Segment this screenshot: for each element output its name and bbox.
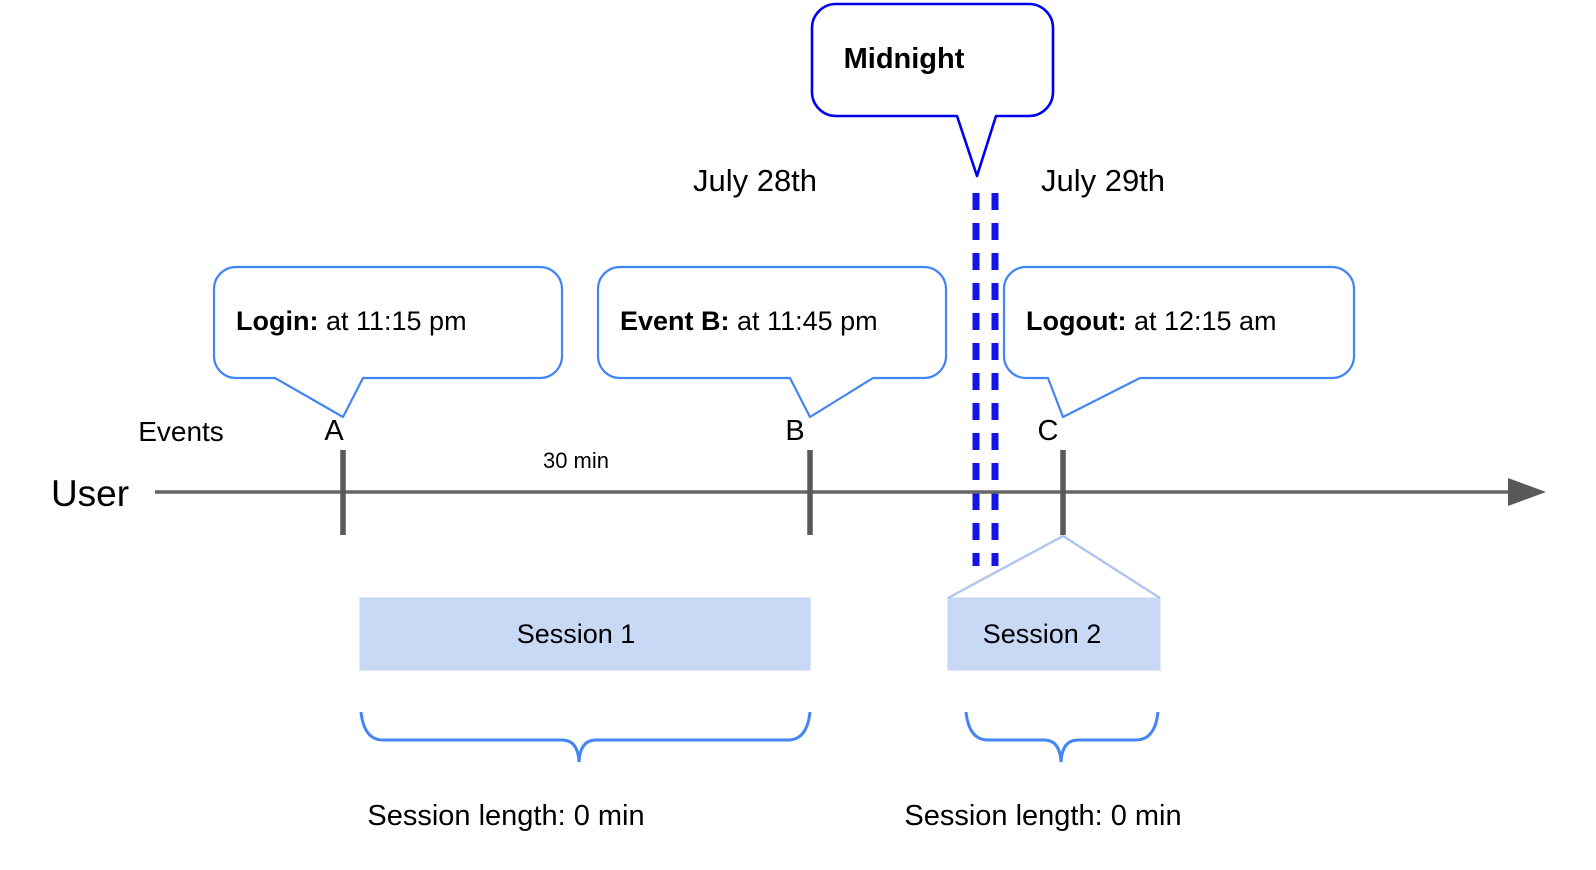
user-row-label: User (50, 473, 130, 514)
session-2-brace (964, 711, 1160, 763)
timeline-axis (155, 478, 1546, 506)
event-b-callout-bold: Event B: (620, 306, 730, 336)
date-label-july-28: July 28th (692, 163, 818, 198)
marker-label-b: B (785, 415, 805, 447)
session-1-block (359, 597, 811, 671)
event-b-callout-shape (596, 265, 948, 419)
event-b-callout-rest: at 11:45 pm (729, 306, 878, 336)
marker-label-c: C (1037, 415, 1059, 447)
interval-label-30-min: 30 min (542, 448, 610, 473)
session-2-block (947, 534, 1161, 671)
events-row-label: Events (138, 416, 224, 447)
midnight-dashed-lines (972, 193, 999, 566)
logout-callout-rest: at 12:15 am (1126, 306, 1277, 336)
midnight-callout-shape (810, 2, 1055, 178)
logout-callout-shape (1002, 265, 1356, 419)
midnight-label: Midnight (843, 43, 965, 75)
marker-label-a: A (324, 415, 344, 447)
date-label-july-29: July 29th (1040, 163, 1166, 198)
logout-callout-text: Logout: at 12:15 am (1026, 308, 1277, 335)
login-callout-text: Login: at 11:15 pm (236, 308, 467, 335)
login-callout-rest: at 11:15 pm (318, 306, 467, 336)
session-1-length-label: Session length: 0 min (367, 800, 645, 832)
session-1-label: Session 1 (516, 619, 636, 649)
logout-callout-bold: Logout: (1026, 306, 1127, 336)
session-2-length-label: Session length: 0 min (904, 800, 1182, 832)
login-callout-shape (212, 265, 564, 419)
login-callout-bold: Login: (236, 306, 319, 336)
session-2-label: Session 2 (982, 619, 1102, 649)
session-1-brace (359, 711, 812, 763)
event-b-callout-text: Event B: at 11:45 pm (620, 308, 878, 335)
event-tick-marks (340, 450, 1066, 535)
